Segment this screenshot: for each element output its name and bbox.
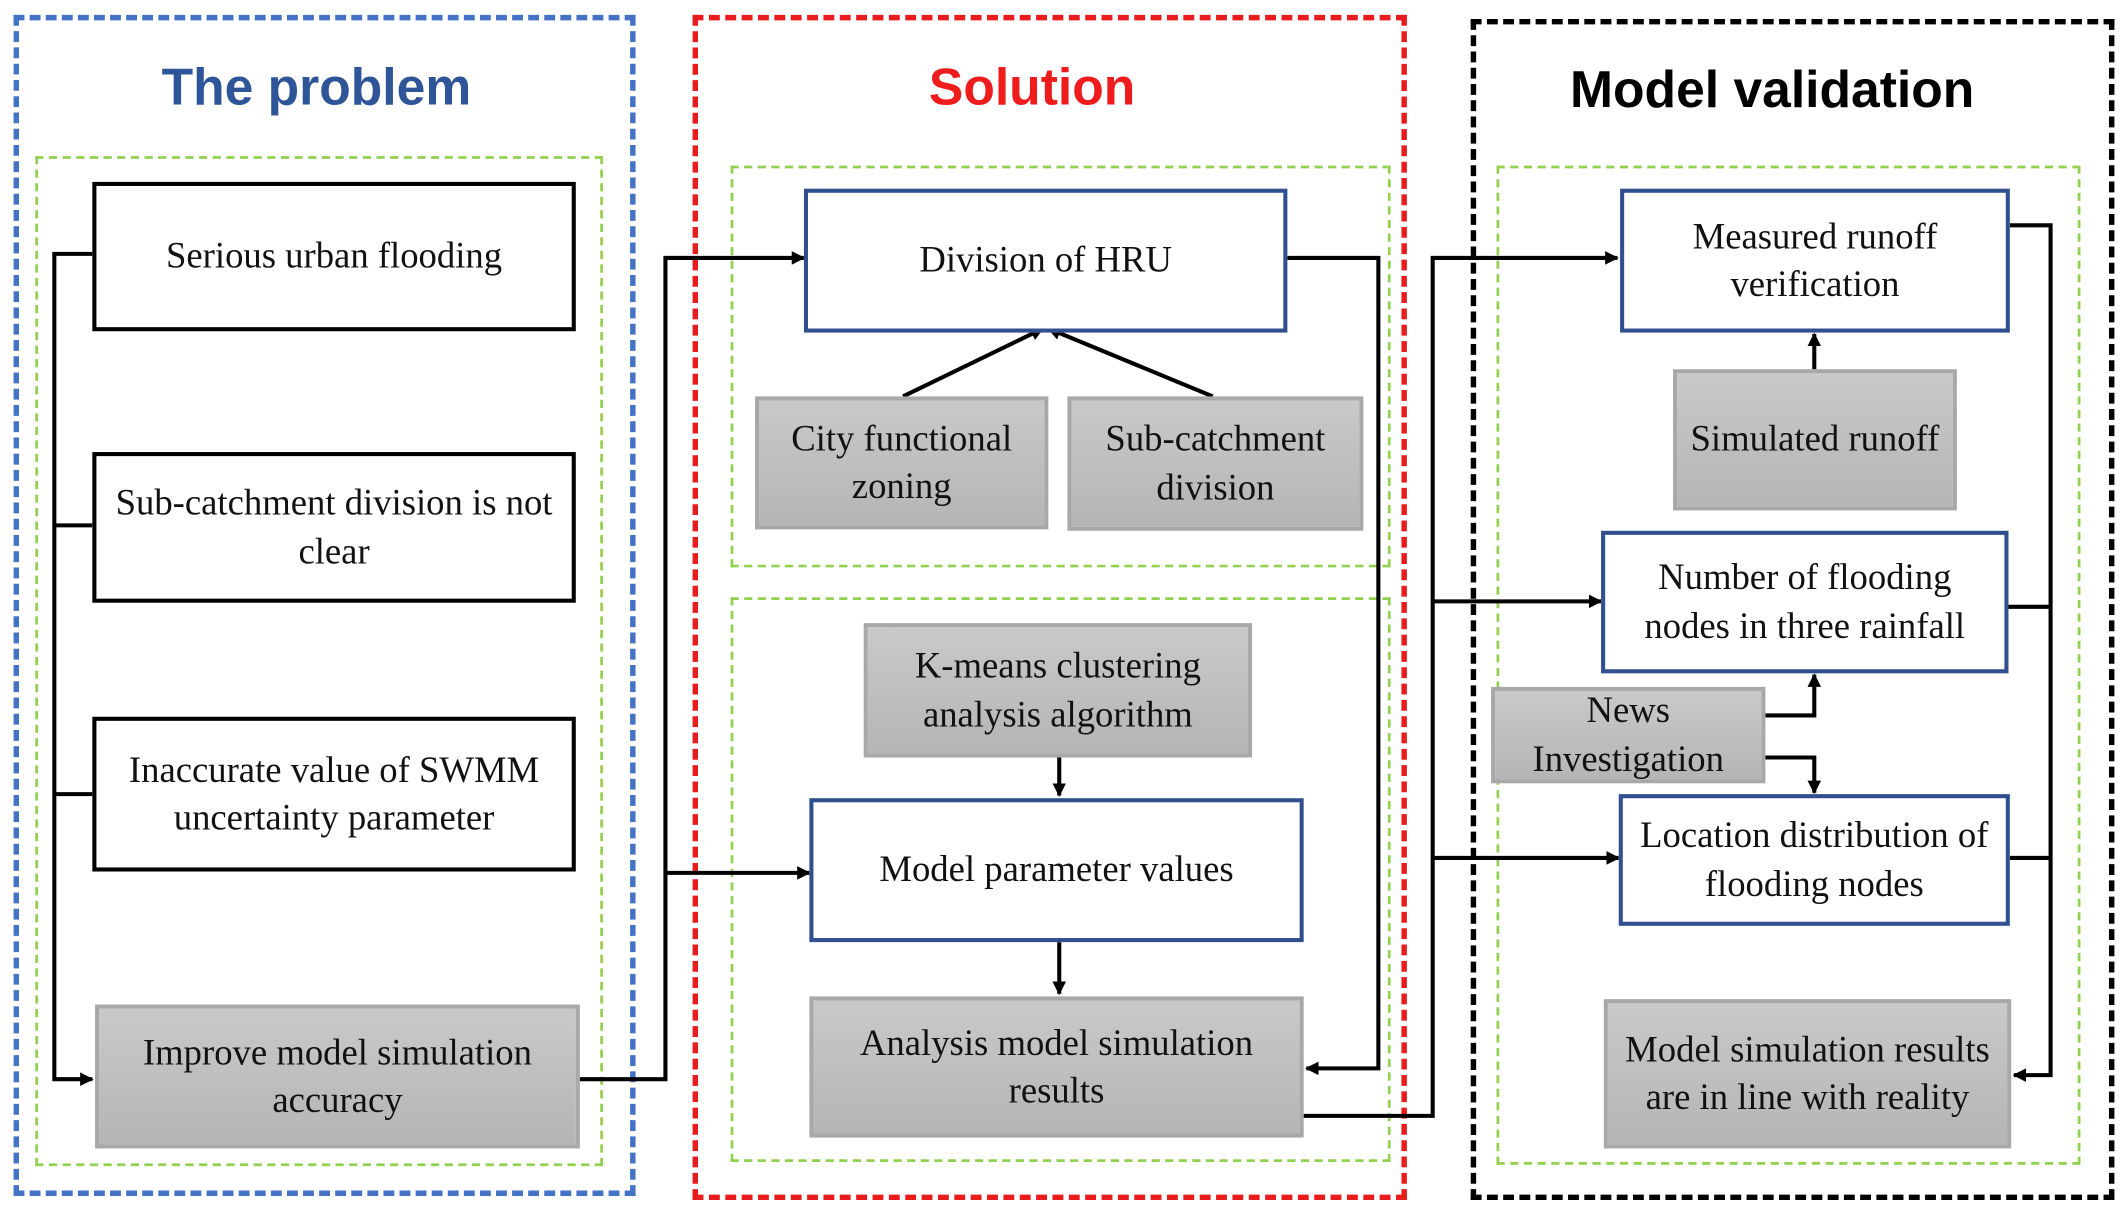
results-in-line-label: Model simulation results are in line wit…	[1625, 1028, 1990, 1118]
validation-bracket-line	[2009, 223, 2053, 1082]
validation-panel	[1470, 19, 2115, 1201]
problem-title: The problem	[161, 59, 472, 117]
hru-to-analysis-arrow	[1286, 255, 1381, 1076]
location-distribution-label: Location distribution of flooding nodes	[1640, 815, 1989, 904]
kmeans-clustering-label: K-means clustering analysis algorithm	[914, 645, 1201, 734]
model-parameter-values-label: Model parameter values	[879, 849, 1234, 890]
solution-lower-frame	[730, 597, 1391, 1163]
subcatchment-unclear-box: Sub-catchment division is not clear	[92, 452, 576, 603]
simulated-runoff-label: Simulated runoff	[1690, 418, 1940, 460]
validation-inner-frame	[1496, 165, 2081, 1165]
city-functional-zoning-label: City functional zoning	[791, 417, 1013, 507]
serious-urban-flooding-label: Serious urban flooding	[166, 235, 503, 277]
measured-runoff-box: Measured runoff verification	[1620, 188, 2010, 333]
news-to-location-arrow	[1765, 755, 1822, 795]
problem-bracket-line	[52, 251, 94, 1086]
improve-accuracy-label: Improve model simulation accuracy	[142, 1031, 532, 1120]
inaccurate-parameter-box: Inaccurate value of SWMM uncertainty par…	[92, 716, 576, 872]
subcatchment-division-label: Sub-catchment division	[1105, 418, 1326, 508]
measured-runoff-label: Measured runoff verification	[1692, 215, 1938, 305]
problem-panel	[13, 14, 636, 1196]
division-of-hru-label: Division of HRU	[919, 239, 1172, 281]
analysis-to-validation-line	[1303, 251, 1619, 1118]
results-in-line-box: Model simulation results are in line wit…	[1603, 999, 2012, 1149]
solution-upper-frame	[730, 165, 1391, 568]
number-flooding-nodes-label: Number of flooding nodes in three rainfa…	[1644, 557, 1966, 646]
news-to-number-arrow	[1765, 673, 1822, 718]
inaccurate-parameter-label: Inaccurate value of SWMM uncertainty par…	[128, 749, 540, 838]
news-investigation-label: News Investigation	[1532, 690, 1724, 779]
serious-urban-flooding-box: Serious urban flooding	[92, 181, 576, 332]
problem-inner-frame	[35, 156, 603, 1167]
model-parameter-values-box: Model parameter values	[809, 798, 1304, 943]
analysis-simulation-results-box: Analysis model simulation results	[809, 996, 1304, 1138]
subcatchment-division-box: Sub-catchment division	[1067, 396, 1364, 531]
division-of-hru-box: Division of HRU	[803, 188, 1288, 333]
city-functional-zoning-box: City functional zoning	[755, 396, 1049, 530]
city-zoning-to-hru-arrow	[902, 326, 1045, 399]
improve-accuracy-box: Improve model simulation accuracy	[95, 1004, 580, 1149]
improve-to-hru-arrow	[579, 251, 806, 1082]
solution-panel	[692, 14, 1407, 1201]
news-investigation-box: News Investigation	[1491, 686, 1766, 784]
subcatchment-unclear-label: Sub-catchment division is not clear	[115, 482, 553, 571]
subcatchment-to-hru-arrow	[1047, 326, 1214, 399]
simulated-runoff-box: Simulated runoff	[1673, 369, 1957, 511]
validation-title: Model validation	[1570, 62, 1975, 120]
analysis-simulation-results-label: Analysis model simulation results	[859, 1022, 1254, 1111]
number-flooding-nodes-box: Number of flooding nodes in three rainfa…	[1601, 530, 2009, 674]
location-distribution-box: Location distribution of flooding nodes	[1618, 794, 2010, 926]
solution-title: Solution	[928, 59, 1136, 117]
kmeans-clustering-box: K-means clustering analysis algorithm	[863, 623, 1253, 758]
